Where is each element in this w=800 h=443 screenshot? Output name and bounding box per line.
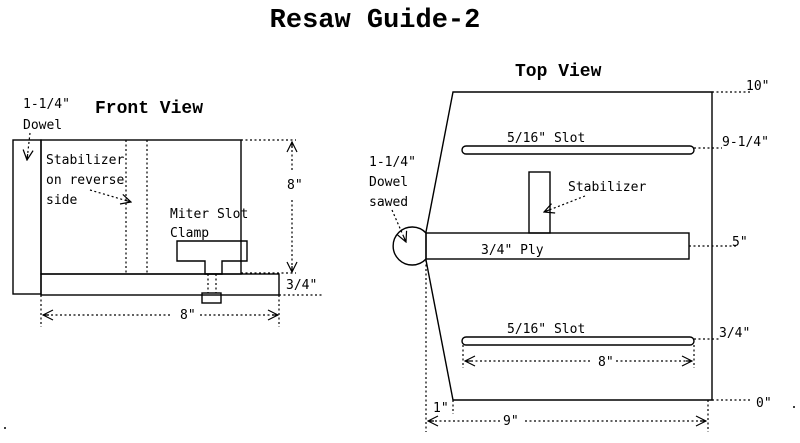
top-dowel-label-1: 1-1/4" (369, 155, 416, 170)
front-dowel-label-1: 1-1/4" (23, 97, 70, 112)
top-dim-9: 9" (503, 414, 519, 429)
front-clamp-label-1: Miter Slot (170, 207, 248, 222)
top-stabilizer (528, 171, 551, 234)
top-dim-9-25: 9-1/4" (722, 135, 769, 150)
top-stabilizer-label: Stabilizer (568, 180, 646, 195)
top-dim-3-4: 3/4" (719, 326, 750, 341)
front-dowel (12, 139, 42, 295)
top-stabilizer-leader (544, 195, 586, 212)
top-ply-fence (425, 232, 690, 260)
top-dowel-label-2: Dowel (369, 175, 408, 190)
front-height-dim: 8" (287, 178, 303, 193)
front-stabilizer-leader (89, 189, 131, 202)
front-base-dim: 3/4" (286, 278, 317, 293)
top-ply-label: 3/4" Ply (481, 243, 544, 258)
front-width-dim: 8" (180, 308, 196, 323)
front-dowel-label-2: Dowel (23, 118, 62, 133)
top-dim-1: 1" (433, 401, 449, 416)
top-slot-upper (461, 145, 695, 155)
top-dim-10: 10" (746, 79, 769, 94)
corner-dot-left (4, 427, 6, 429)
front-stabilizer-label-2: on reverse (46, 173, 124, 188)
page-title: Resaw Guide-2 (270, 6, 481, 36)
front-stabilizer-label-3: side (46, 193, 77, 208)
front-base (40, 273, 280, 296)
front-stabilizer-label-1: Stabilizer (46, 153, 124, 168)
top-view-heading: Top View (515, 62, 602, 82)
front-clamp-nut (201, 292, 222, 304)
top-dowel-label-3: sawed (369, 195, 408, 210)
top-slot-upper-label: 5/16" Slot (507, 131, 585, 146)
top-slot-lower-label: 5/16" Slot (507, 322, 585, 337)
front-view-heading: Front View (95, 99, 203, 119)
top-dowel (392, 226, 427, 266)
top-dim-5: 5" (732, 235, 748, 250)
corner-dot-right (793, 406, 795, 408)
top-dim-0: 0" (756, 396, 772, 411)
top-dowel-leader (391, 209, 406, 242)
front-dowel-leader (27, 132, 30, 160)
top-slot-lower (461, 336, 695, 346)
front-clamp-label-2: Clamp (170, 226, 209, 241)
top-slot-len-dim: 8" (598, 355, 614, 370)
front-clamp (176, 240, 248, 275)
